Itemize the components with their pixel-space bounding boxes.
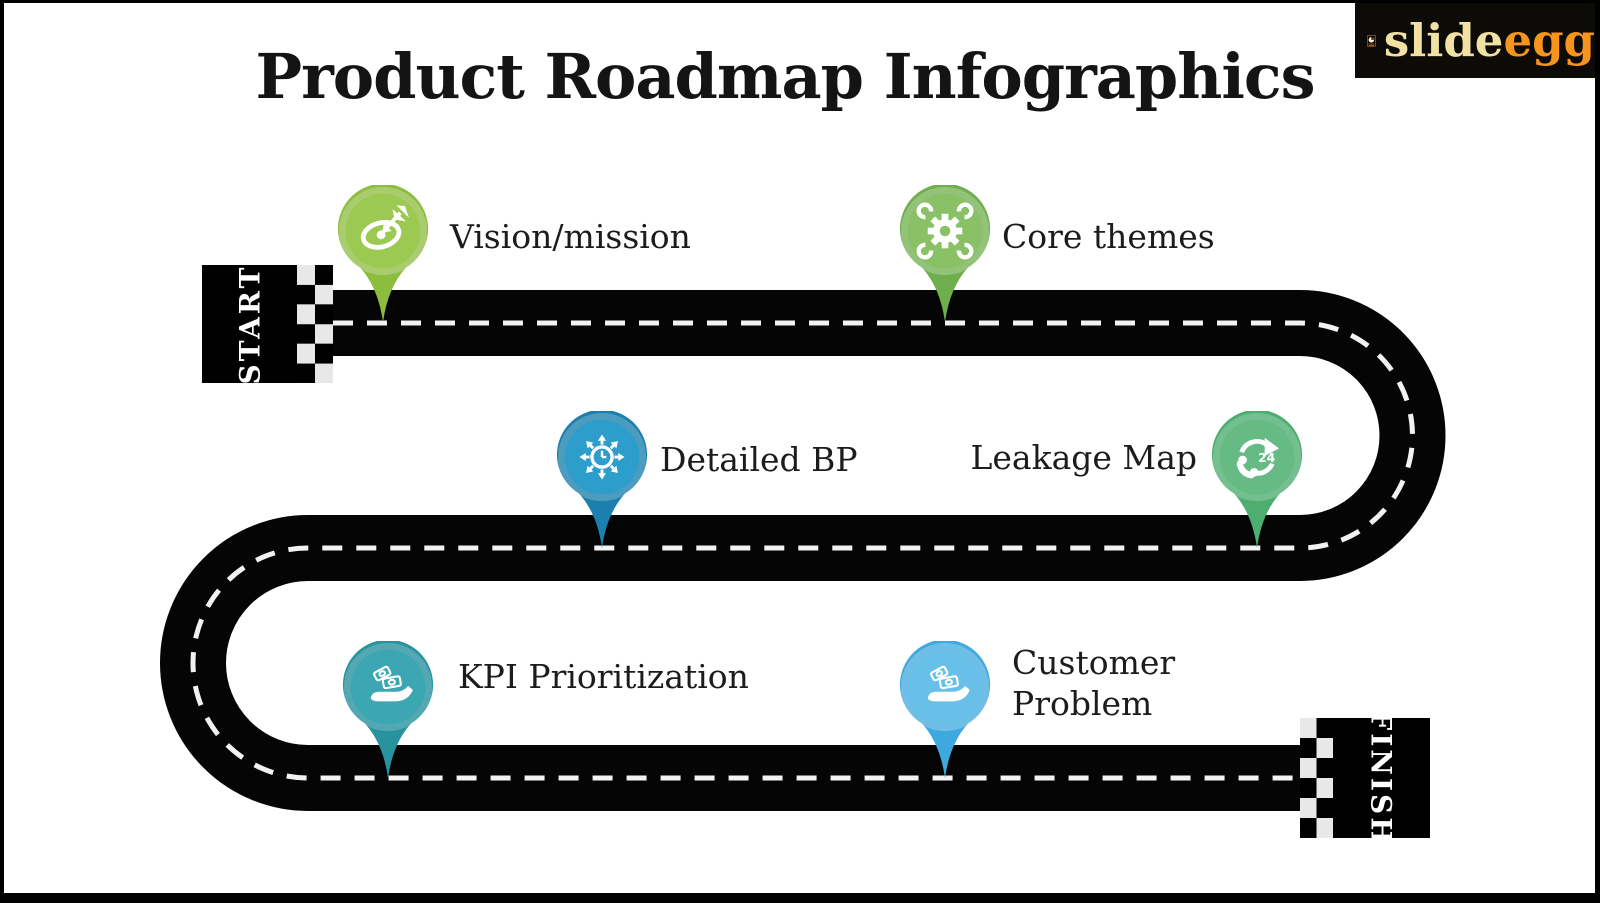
pin-customer-problem: [899, 641, 991, 779]
pin-kpi-prioritization: [342, 641, 434, 779]
money-in-hand-icon: [927, 665, 970, 702]
target-dart-icon: [360, 205, 409, 250]
milestone-label-detailed-bp: Detailed BP: [660, 440, 858, 479]
pin-leakage-map: 24: [1211, 411, 1303, 549]
start-flag-block: START: [202, 264, 297, 384]
milestone-label-kpi: KPI Prioritization: [458, 657, 749, 696]
pin-detailed-bp: [556, 411, 648, 549]
milestone-label-leakage-map: Leakage Map: [970, 438, 1197, 477]
milestone-label-core-themes: Core themes: [1002, 217, 1215, 256]
svg-text:24: 24: [1258, 450, 1276, 465]
finish-flag-block: FINISH: [1333, 710, 1430, 846]
pin-core-themes: [899, 185, 991, 323]
page-title: Product Roadmap Infographics: [255, 40, 1315, 113]
money-in-hand-icon: [370, 665, 413, 702]
start-label: START: [233, 264, 266, 384]
logo-text-egg: egg: [1503, 14, 1595, 67]
milestone-label-customer-problem: Customer Problem: [1012, 643, 1176, 723]
phone-24-service-icon: 24: [1236, 437, 1280, 479]
road-center-dash-line: [190, 320, 1415, 781]
finish-label: FINISH: [1365, 709, 1398, 847]
pin-vision-mission: [337, 185, 429, 323]
finish-checkered-strip: [1300, 718, 1333, 838]
gear-wrenches-icon: [916, 202, 974, 260]
logo-wordmark: slideegg: [1384, 14, 1595, 67]
clock-arrows-icon: [578, 433, 626, 481]
slideegg-logo: slideegg: [1355, 3, 1595, 78]
logo-text-slide: slide: [1383, 14, 1504, 67]
egg-icon: [1367, 34, 1376, 47]
start-checkered-strip: [297, 265, 333, 383]
milestone-label-vision: Vision/mission: [450, 217, 691, 256]
